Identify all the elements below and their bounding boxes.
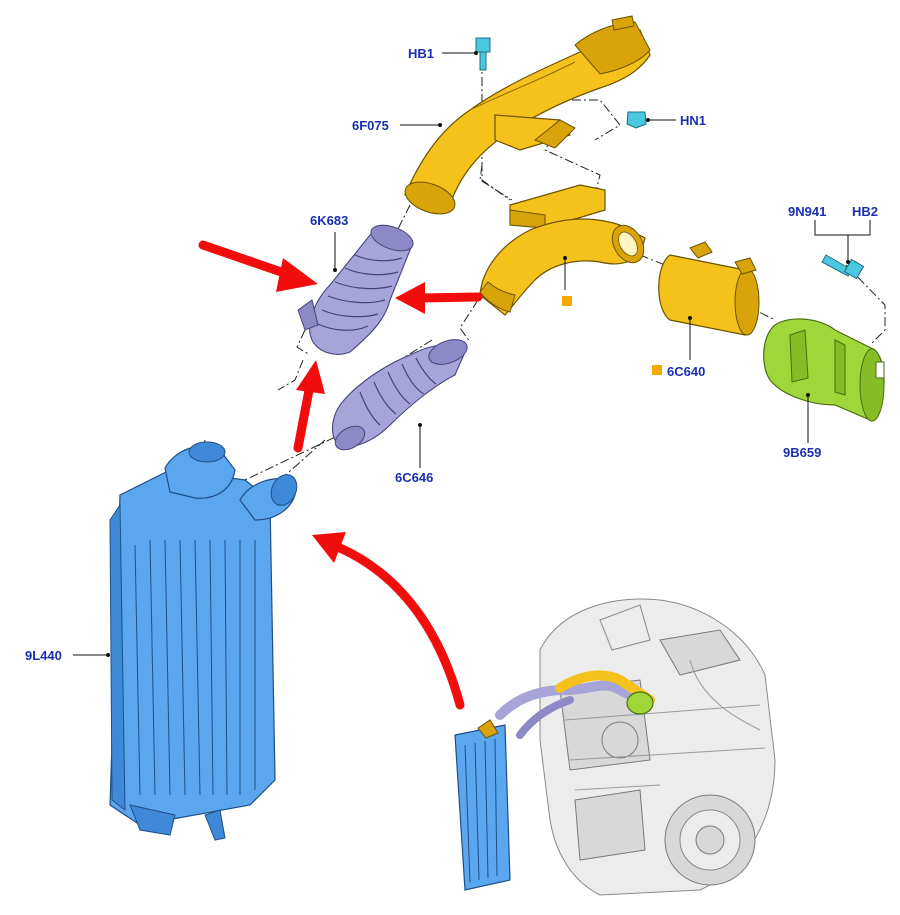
label-6c640: 6C640 <box>667 364 705 379</box>
hose-6k683 <box>297 224 414 355</box>
label-6c646: 6C646 <box>395 470 433 485</box>
label-9n941: 9N941 <box>788 204 826 219</box>
label-hb1: HB1 <box>408 46 434 61</box>
label-hn1: HN1 <box>680 113 706 128</box>
label-hb2: HB2 <box>852 204 878 219</box>
sleeve-6c640 <box>658 241 760 336</box>
highlight-arrow-icon <box>395 282 483 314</box>
leader-lines <box>73 51 871 657</box>
engine-assembly-thumbnail <box>454 598 776 896</box>
pipe-lower-yellow <box>479 218 646 316</box>
highlight-arrow-icon <box>312 532 465 710</box>
label-6f075: 6F075 <box>352 118 389 133</box>
highlight-arrow-icon <box>293 360 325 453</box>
marker-square-icon <box>652 365 662 375</box>
marker-square-icon <box>562 296 572 306</box>
label-6k683: 6K683 <box>310 213 348 228</box>
pipe-bracket <box>509 184 606 229</box>
label-9b659: 9B659 <box>783 445 821 460</box>
fastener-hb1 <box>475 37 491 71</box>
intercooler-9l440 <box>109 441 298 841</box>
valve-9b659 <box>763 318 885 422</box>
fastener-hb2 <box>821 254 865 280</box>
highlight-arrow-icon <box>198 240 318 292</box>
label-9l440: 9L440 <box>25 648 62 663</box>
highlight-arrows <box>198 240 483 710</box>
fastener-hn1 <box>626 111 647 129</box>
hose-6c646 <box>331 339 468 451</box>
pipe-6f075 <box>404 15 651 215</box>
cooling-fins <box>134 539 256 796</box>
